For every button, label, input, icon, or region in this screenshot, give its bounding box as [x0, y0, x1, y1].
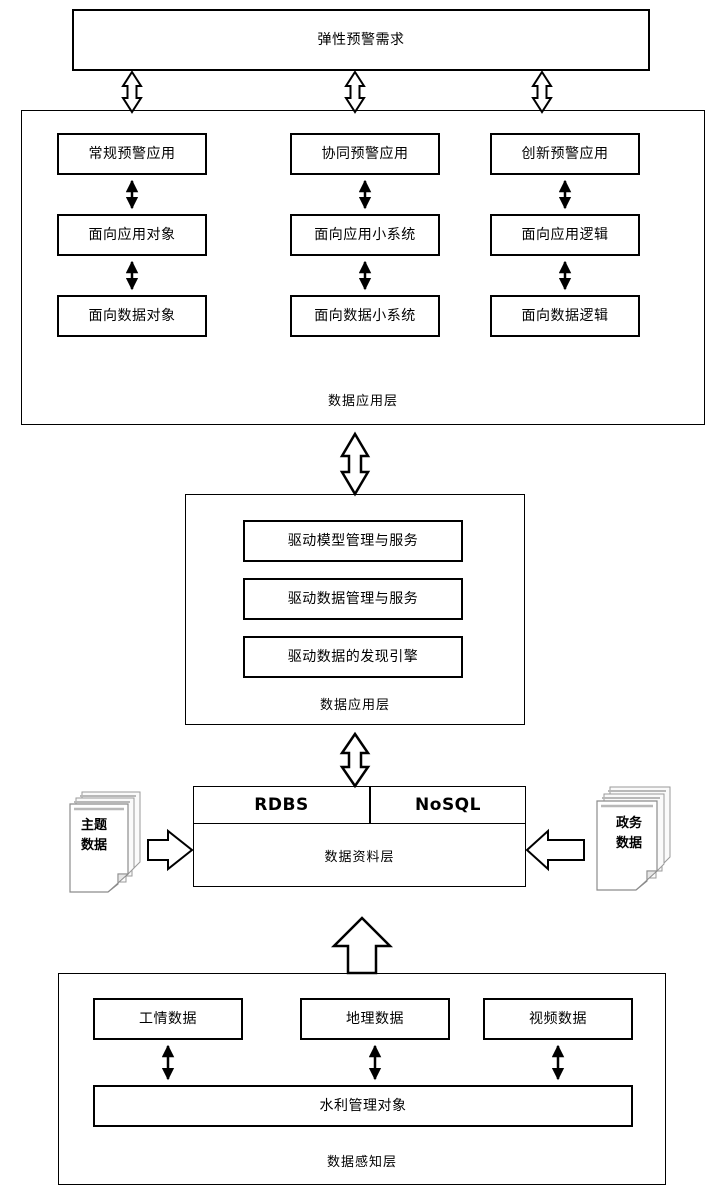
source-label-line2: 数据 [615, 836, 642, 852]
app-box-application-object[interactable]: 面向应用对象 [57, 214, 207, 256]
data-store-nosql[interactable]: NoSQL [370, 786, 526, 824]
data-layer-label: 数据资料层 [324, 850, 395, 865]
block-arrow-government-data-to-data-layer[interactable] [525, 828, 585, 872]
source-label-government-data: 政务 数据 [597, 814, 661, 854]
app-box-label: 面向数据对象 [88, 307, 176, 324]
source-document-theme-data[interactable] [62, 786, 147, 896]
app-box-label: 常规预警应用 [88, 145, 176, 162]
service-box-label: 驱动模型管理与服务 [287, 532, 419, 549]
top-requirement-box[interactable]: 弹性预警需求 [72, 9, 650, 71]
sensor-box-label: 地理数据 [346, 1010, 404, 1027]
block-arrow-requirement-to-app-3[interactable] [531, 70, 553, 114]
app-box-data-object[interactable]: 面向数据对象 [57, 295, 207, 337]
block-arrow-app-to-service[interactable] [339, 431, 371, 497]
block-arrow-requirement-to-app-1[interactable] [121, 70, 143, 114]
sensor-box-video-data[interactable]: 视频数据 [483, 998, 633, 1040]
service-box-label: 驱动数据管理与服务 [287, 590, 419, 607]
application-layer-label: 数据应用层 [327, 394, 398, 409]
app-box-data-subsystem[interactable]: 面向数据小系统 [290, 295, 440, 337]
source-label-line1: 主题 [80, 818, 107, 833]
app-box-label: 面向应用逻辑 [521, 226, 609, 243]
source-label-line1: 政务 [615, 816, 642, 831]
source-document-government-data[interactable] [588, 783, 680, 895]
app-box-label: 面向数据逻辑 [521, 307, 609, 324]
source-label-theme-data: 主题 数据 [62, 816, 126, 856]
block-arrow-service-to-data[interactable] [339, 731, 371, 789]
sensor-box-engineering-data[interactable]: 工情数据 [93, 998, 243, 1040]
sensor-box-geographic-data[interactable]: 地理数据 [300, 998, 450, 1040]
block-arrow-perception-to-data-layer[interactable] [330, 916, 394, 975]
data-store-label: NoSQL [415, 794, 481, 815]
app-box-data-logic[interactable]: 面向数据逻辑 [490, 295, 640, 337]
service-box-model-management[interactable]: 驱动模型管理与服务 [243, 520, 463, 562]
service-box-discovery-engine[interactable]: 驱动数据的发现引擎 [243, 636, 463, 678]
top-requirement-label: 弹性预警需求 [317, 31, 405, 48]
service-box-data-management[interactable]: 驱动数据管理与服务 [243, 578, 463, 620]
data-store-label: RDBS [254, 794, 309, 815]
app-box-application-logic[interactable]: 面向应用逻辑 [490, 214, 640, 256]
app-box-regular-warning[interactable]: 常规预警应用 [57, 133, 207, 175]
perception-layer-label: 数据感知层 [326, 1155, 397, 1170]
service-layer-label: 数据应用层 [319, 698, 390, 713]
app-box-label: 面向应用小系统 [314, 226, 416, 243]
service-box-label: 驱动数据的发现引擎 [287, 648, 419, 665]
app-box-label: 创新预警应用 [521, 145, 609, 162]
app-box-label: 面向应用对象 [88, 226, 176, 243]
block-arrow-theme-data-to-data-layer[interactable] [147, 828, 194, 872]
document-stack-icon [596, 786, 671, 891]
block-arrow-requirement-to-app-2[interactable] [344, 70, 366, 114]
source-label-line2: 数据 [80, 838, 107, 854]
data-store-rdbs[interactable]: RDBS [193, 786, 370, 824]
app-box-label: 面向数据小系统 [314, 307, 416, 324]
app-box-innovative-warning[interactable]: 创新预警应用 [490, 133, 640, 175]
document-stack-icon [69, 791, 141, 893]
sensor-box-label: 视频数据 [529, 1010, 587, 1027]
water-management-object-label: 水利管理对象 [319, 1097, 407, 1114]
app-box-label: 协同预警应用 [321, 145, 409, 162]
sensor-box-label: 工情数据 [139, 1010, 197, 1027]
app-box-collaborative-warning[interactable]: 协同预警应用 [290, 133, 440, 175]
app-box-application-subsystem[interactable]: 面向应用小系统 [290, 214, 440, 256]
water-management-object-box[interactable]: 水利管理对象 [93, 1085, 633, 1127]
